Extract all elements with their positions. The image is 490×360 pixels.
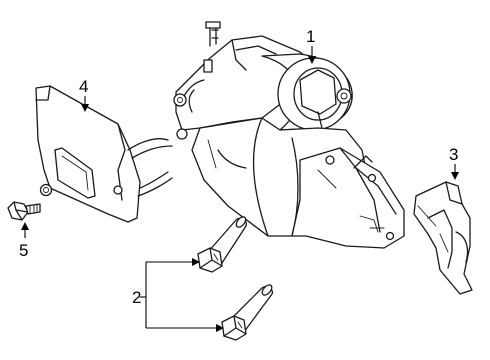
small-bolt-part[interactable] xyxy=(7,201,41,221)
starter-cover-part[interactable] xyxy=(413,181,473,295)
starter-motor-part[interactable] xyxy=(173,21,405,249)
callout-2: 2 xyxy=(132,288,141,307)
heat-shield-part[interactable] xyxy=(35,85,173,223)
callout-leaders xyxy=(21,46,459,332)
mounting-bolt-lower[interactable] xyxy=(221,283,274,341)
callout-4: 4 xyxy=(79,77,88,96)
callout-3: 3 xyxy=(449,145,458,164)
callout-5: 5 xyxy=(19,241,28,260)
callout-1: 1 xyxy=(306,27,315,46)
mounting-bolt-upper[interactable] xyxy=(197,215,248,273)
